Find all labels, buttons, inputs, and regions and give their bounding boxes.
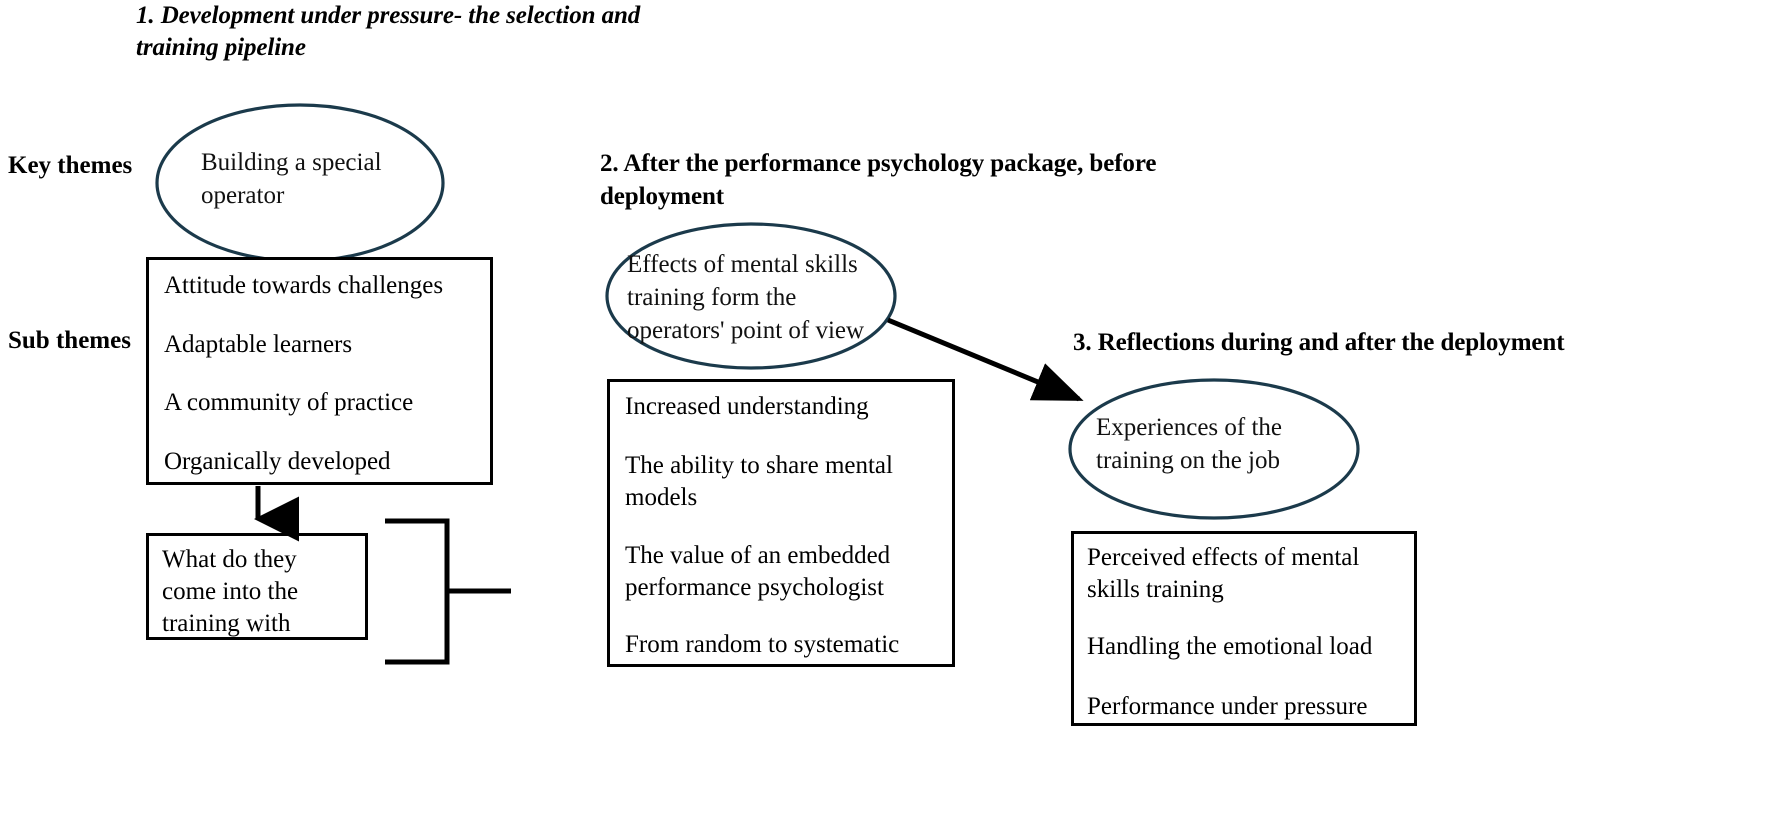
- sub-theme-item: The ability to share mental models: [625, 452, 893, 511]
- key-theme-ellipse-1[interactable]: Building a special operator: [155, 103, 445, 263]
- key-theme-ellipse-2[interactable]: Effects of mental skills training form t…: [605, 222, 897, 370]
- ellipse-shape: [1068, 378, 1360, 520]
- sub-theme-item: Performance under pressure: [1087, 693, 1368, 720]
- key-theme-label-3: Experiences of the training on the job: [1096, 414, 1283, 474]
- sub-theme-item: A community of practice: [164, 389, 414, 416]
- row-label-key-themes: Key themes: [8, 152, 133, 179]
- outcome-box-1: What do they come into the training with: [146, 533, 368, 640]
- column-2-heading: 2. After the performance psychology pack…: [600, 150, 1157, 210]
- sub-themes-box-2: Increased understanding The ability to s…: [607, 379, 955, 667]
- sub-theme-item: Handling the emotional load: [1087, 633, 1373, 660]
- sub-theme-item: Perceived effects of mental skills train…: [1087, 544, 1360, 603]
- bracket-outcome: [385, 518, 511, 665]
- row-label-sub-themes: Sub themes: [8, 327, 131, 354]
- sub-themes-box-1: Attitude towards challenges Adaptable le…: [146, 257, 493, 485]
- sub-theme-item: From random to systematic: [625, 631, 900, 658]
- column-3-heading: 3. Reflections during and after the depl…: [1073, 329, 1565, 356]
- ellipse-shape: [605, 222, 897, 370]
- sub-theme-item: Increased understanding: [625, 393, 869, 420]
- key-theme-label-2: Effects of mental skills training form t…: [627, 251, 865, 344]
- key-theme-label-1: Building a special operator: [201, 149, 382, 209]
- key-theme-ellipse-3[interactable]: Experiences of the training on the job: [1068, 378, 1360, 520]
- sub-theme-item: Organically developed: [164, 448, 391, 475]
- sub-theme-item: The value of an embedded performance psy…: [625, 542, 891, 601]
- sub-themes-box-3: Perceived effects of mental skills train…: [1071, 531, 1417, 726]
- column-1-heading: 1. Development under pressure- the selec…: [136, 2, 641, 61]
- outcome-box-label: What do they come into the training with: [162, 546, 299, 637]
- sub-theme-item: Attitude towards challenges: [164, 272, 444, 299]
- sub-theme-item: Adaptable learners: [164, 331, 353, 358]
